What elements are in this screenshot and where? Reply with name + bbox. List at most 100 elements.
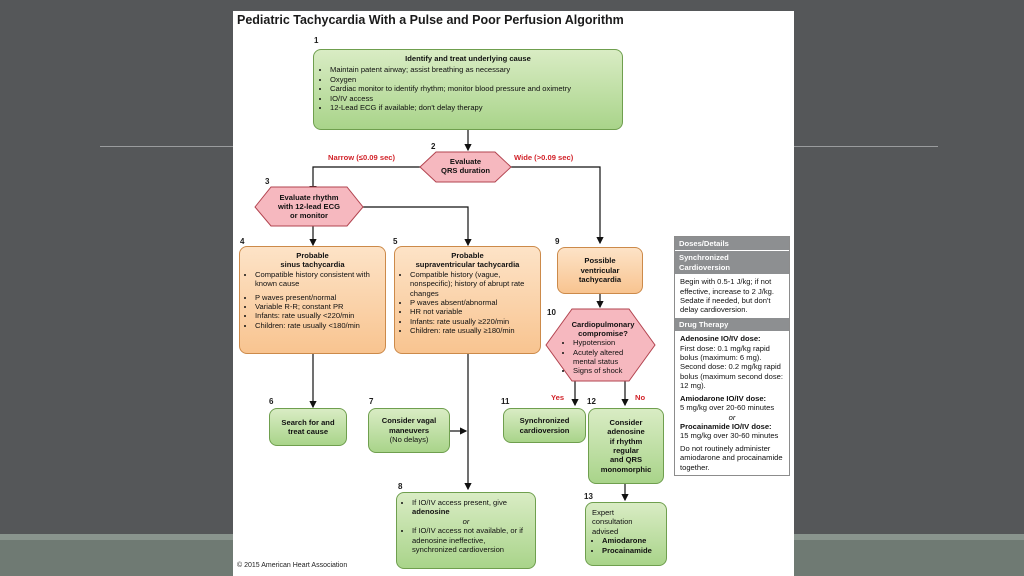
box5-title2: supraventricular tachycardia [415, 260, 520, 270]
step-number-10: 10 [547, 308, 556, 317]
box11-line2: cardioversion [519, 425, 570, 435]
box13-line1: Expert [592, 508, 614, 517]
box1-item: 12-Lead ECG if available; don't delay th… [330, 103, 616, 112]
step-number-8: 8 [398, 482, 403, 491]
box1-title: Identify and treat underlying cause [405, 54, 531, 63]
box5-item: Infants: rate usually ≥220/min [410, 317, 535, 326]
box-search-treat-cause: Search for and treat cause [269, 408, 347, 446]
step-number-4: 4 [240, 237, 245, 246]
box11-line1: Synchronized [519, 416, 570, 426]
box12-line4: regular [613, 446, 639, 455]
yes-label: Yes [551, 393, 565, 402]
drug-therapy-body: Adenosine IO/IV dose: First dose: 0.1 mg… [675, 331, 789, 475]
procainamide-dose-title: Procainamide IO/IV dose: [680, 421, 772, 431]
step-number-1: 1 [314, 36, 319, 45]
decision-hexagon-compromise [545, 308, 656, 382]
decision10-line2: compromise? [578, 329, 628, 339]
box9-line3: tachycardia [578, 275, 622, 285]
box1-item: IO/IV access [330, 94, 616, 103]
box12-line6: monomorphic [600, 464, 652, 474]
decision10-item: Acutely altered mental status [573, 348, 643, 366]
box-svt: Probable supraventricular tachycardia Co… [394, 246, 541, 354]
box1-item: Cardiac monitor to identify rhythm; moni… [330, 84, 616, 93]
box5-item: Children: rate usually ≥180/min [410, 326, 535, 335]
sync-header-line1: Synchronized [679, 253, 729, 263]
box-sinus-tachycardia: Probable sinus tachycardia Compatible hi… [239, 246, 386, 354]
decision3-line1: Evaluate rhythm [279, 193, 339, 202]
step-number-2: 2 [431, 142, 436, 151]
box1-item: Maintain patent airway; assist breathing… [330, 65, 616, 74]
box4-item: Variable R-R; constant PR [255, 302, 380, 311]
coadministration-warning: Do not routinely administer amiodarone a… [680, 443, 783, 472]
box5-item: Compatible history (vague, nonspecific);… [410, 270, 535, 298]
box9-line1: Possible [584, 256, 616, 266]
no-label: No [635, 393, 646, 402]
step-number-7: 7 [369, 397, 374, 406]
box8-item1-drug: adenosine [412, 507, 450, 517]
slide-rule-right [794, 146, 938, 147]
slide-rule-left [100, 146, 233, 147]
box4-item: Children: rate usually <180/min [255, 321, 380, 330]
flow-arrows [309, 130, 629, 502]
box4-item: Compatible history consistent with known… [255, 270, 380, 289]
connector-layer [254, 130, 656, 502]
adenosine-dose-title: Adenosine IO/IV dose: [680, 334, 761, 344]
decision10-item: Signs of shock [573, 366, 643, 375]
box13-line3: advised [592, 526, 619, 536]
box-expert-consultation: Expert consultation advised Amiodarone P… [585, 502, 667, 566]
box7-line2: maneuvers [388, 425, 430, 435]
box7-line3: (No delays) [389, 435, 429, 445]
adenosine-second-dose: Second dose: 0.2 mg/kg rapid bolus (maxi… [680, 362, 783, 391]
dose-or: or [728, 412, 736, 422]
step-number-13: 13 [584, 492, 593, 501]
box-ventricular-tachycardia: Possible ventricular tachycardia [557, 247, 643, 294]
box8-item-1: If IO/IV access present, give adenosine [412, 498, 530, 517]
decision3-line2: with 12-lead ECG [277, 202, 341, 212]
box1-item: Oxygen [330, 75, 616, 84]
box-identify-treat-cause: Identify and treat underlying cause Main… [313, 49, 623, 130]
step-number-12: 12 [587, 397, 596, 406]
box12-line5: and QRS [609, 455, 643, 465]
box12-line1: Consider [609, 417, 643, 427]
box5-item: P waves absent/abnormal [410, 298, 535, 307]
step-number-11: 11 [501, 397, 510, 406]
decision3-line3: or monitor [290, 211, 328, 221]
algorithm-title: Pediatric Tachycardia With a Pulse and P… [237, 13, 624, 27]
box12-line3: if rhythm [609, 436, 643, 446]
wide-qrs-label: Wide (>0.09 sec) [514, 153, 574, 162]
decision10-item: Hypotension [573, 338, 643, 347]
step-number-9: 9 [555, 237, 560, 246]
doses-details-panel: Doses/Details Synchronized Cardioversion… [674, 236, 790, 476]
box-adenosine-or-cardioversion: If IO/IV access present, give adenosine … [396, 492, 536, 569]
decision-rhythm-label: Evaluate rhythm with 12-lead ECG or moni… [255, 193, 363, 221]
amiodarone-dose-text: 5 mg/kg over 20-60 minutes [680, 403, 775, 413]
narrow-qrs-label: Narrow (≤0.09 sec) [328, 153, 396, 162]
box13-line2: consultation [592, 517, 633, 527]
box4-item: P waves present/normal [255, 293, 380, 302]
box12-line2: adenosine [607, 427, 645, 437]
box5-title1: Probable [451, 251, 484, 260]
adenosine-first-dose: First dose: 0.1 mg/kg rapid bolus (maxim… [680, 343, 770, 363]
decision-qrs-label: Evaluate QRS duration [420, 157, 511, 175]
box4-item: Infants: rate usually <220/min [255, 311, 380, 320]
box7-line1: Consider vagal [381, 416, 437, 426]
box8-or: or [462, 516, 470, 526]
decision-hexagon-rhythm [254, 186, 364, 227]
procainamide-dose-text: 15 mg/kg over 30-60 minutes [680, 431, 779, 441]
box9-line2: ventricular [580, 265, 620, 275]
copyright-text: © 2015 American Heart Association [237, 562, 348, 569]
algorithm-sheet: Pediatric Tachycardia With a Pulse and P… [233, 11, 794, 576]
box8-item-2: If IO/IV access not available, or if ade… [412, 526, 530, 554]
decision-compromise-label: Cardiopulmonary compromise? Hypotension … [563, 320, 643, 375]
box6-line2: treat cause [287, 427, 329, 436]
decision2-line2: QRS duration [441, 166, 490, 176]
box-consider-adenosine: Consider adenosine if rhythm regular and… [588, 408, 664, 484]
step-number-6: 6 [269, 397, 274, 406]
box13-item: Procainamide [602, 546, 660, 555]
box4-title1: Probable [296, 251, 329, 260]
box8-item1-text: If IO/IV access present, give [412, 498, 507, 507]
box5-item: HR not variable [410, 307, 535, 316]
amiodarone-dose-title: Amiodarone IO/IV dose: [680, 393, 767, 403]
sync-cardioversion-text: Begin with 0.5-1 J/kg; if not effective,… [680, 277, 774, 315]
step-number-3: 3 [265, 177, 270, 186]
